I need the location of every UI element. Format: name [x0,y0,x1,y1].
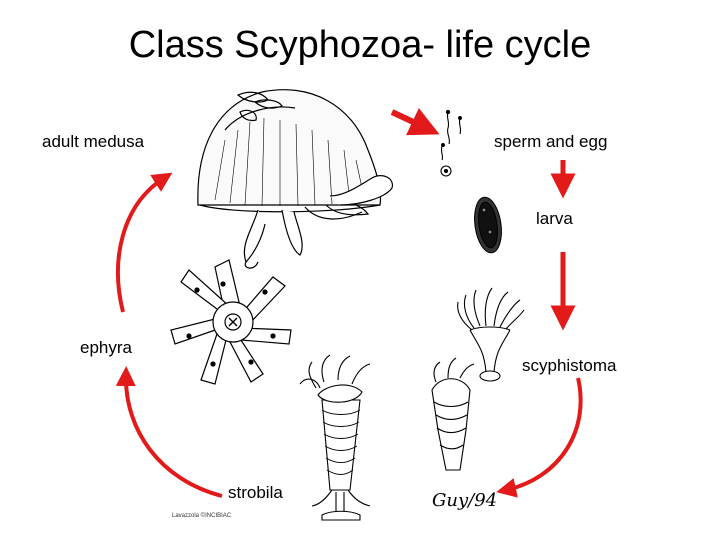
adult-medusa-drawing [197,89,394,269]
arrow-ephyra-to-medusa [116,172,173,313]
label-strobila: strobila [228,483,283,502]
arrow-scyphistoma-to-strobila [496,377,583,498]
strobila-drawing [299,354,371,521]
arrow-medusa-to-gametes [390,108,440,136]
ephyra-drawing [170,259,292,385]
label-larva: larva [536,209,573,228]
label-adult-medusa: adult medusa [42,132,145,151]
label-ephyra: ephyra [80,338,132,357]
young-strobila-drawing [431,357,475,471]
label-sperm-and-egg: sperm and egg [494,132,608,151]
illustration-credit: Lavazzola ©INCIBIAC [172,513,232,519]
diagram-title: Class Scyphozoa- life cycle [128,24,592,66]
cycle-arrows [115,108,583,498]
artist-signature: Guy/94 [432,490,498,511]
scyphistoma-drawing [457,287,525,382]
sperm-and-egg-drawing [440,109,462,177]
arrow-strobila-to-ephyra [115,366,223,498]
larva-drawing [474,196,502,254]
label-scyphistoma: scyphistoma [522,356,617,375]
